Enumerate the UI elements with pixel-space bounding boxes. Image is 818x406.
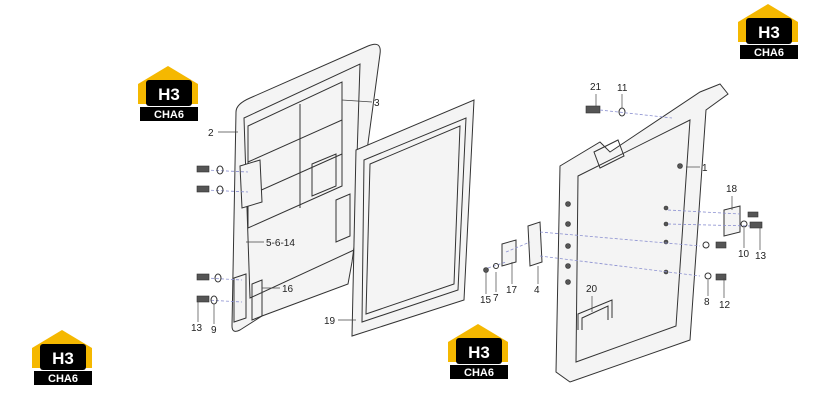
callout-11: 11 [617, 83, 628, 94]
callout-13-left: 13 [191, 323, 203, 334]
callout-12: 12 [719, 300, 731, 311]
handle-20 [577, 299, 613, 330]
logo-top-letters: H3 [158, 85, 180, 104]
callout-18: 18 [726, 184, 738, 195]
callout-21: 21 [590, 82, 602, 93]
logo-top-letters: H3 [758, 23, 780, 42]
logo-top-left: H3 CHA6 [138, 66, 198, 121]
logo-top-letters: H3 [468, 343, 490, 362]
seal-frame [351, 99, 475, 337]
callout-17: 17 [506, 285, 518, 296]
upper-hinge [239, 159, 263, 209]
callout-1: 1 [702, 163, 708, 174]
callout-9: 9 [211, 325, 217, 336]
leader-lines [197, 94, 761, 324]
callout-13-right: 13 [755, 251, 767, 262]
callout-4: 4 [534, 285, 540, 296]
clip-17 [501, 239, 517, 267]
logo-top-right: H3 CHA6 [738, 4, 798, 59]
logo-bottom-left: H3 CHA6 [32, 330, 92, 385]
callout-7: 7 [493, 293, 499, 304]
door-panel [196, 43, 381, 332]
callout-19: 19 [324, 316, 336, 327]
callout-labels: 1 2 3 4 5-6-14 7 8 9 10 11 12 13 13 15 1… [191, 82, 767, 336]
logo-bottom-center: H3 CHA6 [448, 324, 508, 379]
callout-5-6-14: 5-6-14 [266, 238, 295, 249]
lower-hinge [233, 273, 247, 323]
logo-bottom-text: CHA6 [754, 47, 784, 59]
plate-18 [723, 205, 741, 237]
callout-3: 3 [374, 98, 380, 109]
callout-20: 20 [586, 284, 598, 295]
callout-10: 10 [738, 249, 750, 260]
right-frame [483, 83, 763, 383]
callout-2: 2 [208, 128, 214, 139]
callout-15: 15 [480, 295, 492, 306]
bolt-21 [585, 105, 601, 114]
bracket-4 [527, 221, 543, 267]
logo-bottom-text: CHA6 [464, 367, 494, 379]
hinge-bolts [196, 165, 249, 305]
bracket-16 [251, 279, 263, 321]
logo-bottom-text: CHA6 [48, 373, 78, 385]
logo-top-letters: H3 [52, 349, 74, 368]
callout-8: 8 [704, 297, 710, 308]
callout-16: 16 [282, 284, 294, 295]
logo-bottom-text: CHA6 [154, 109, 184, 121]
